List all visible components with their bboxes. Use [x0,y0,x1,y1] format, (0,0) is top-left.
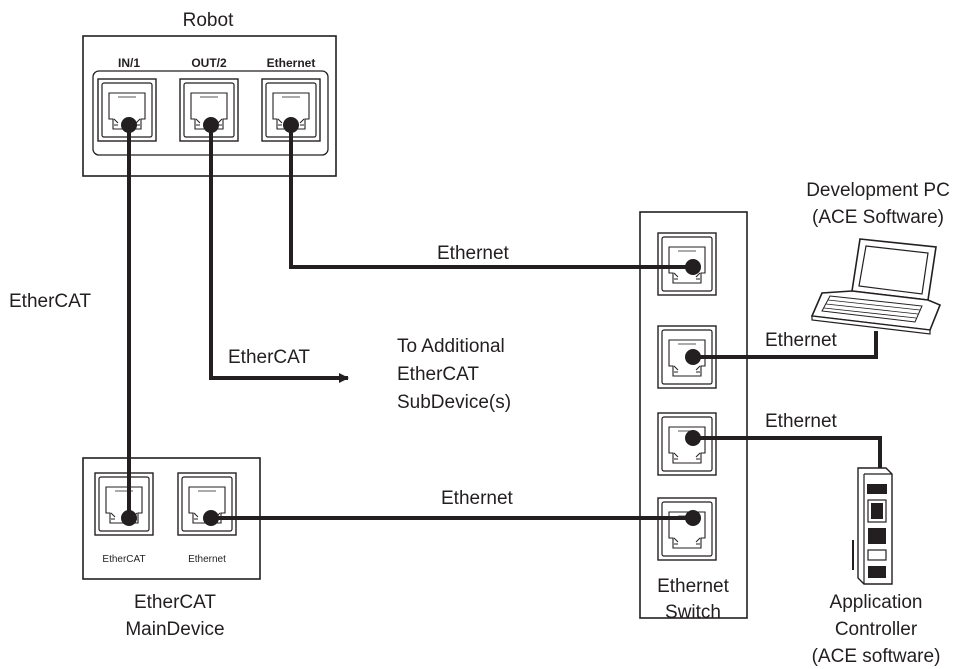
main-ethernet-port [177,472,237,536]
robot-port-label-out: OUT/2 [191,56,227,70]
ethernet-switch: Ethernet Switch [639,211,748,623]
additional-line-3: SubDevice(s) [397,392,511,413]
laptop-icon [810,238,942,335]
main-port-label-ethercat: EtherCAT [102,554,145,565]
robot-port-label-in: IN/1 [118,56,140,70]
plug-robot-out [203,117,219,133]
plug-switch-1 [685,259,701,275]
label-ethernet-robot: Ethernet [437,243,510,264]
main-device-title-1: EtherCAT [134,592,216,613]
main-ethercat-port [94,472,154,536]
label-ethercat-out: EtherCAT [228,347,310,368]
cable-ethernet-pc [693,331,878,359]
label-ethercat-main: EtherCAT [9,291,91,312]
main-device-title-2: MainDevice [125,619,224,640]
controller-line-3: (ACE software) [812,646,941,667]
additional-line-1: To Additional [397,336,505,357]
switch-title-1: Ethernet [657,576,730,597]
switch-title-2: Switch [665,602,721,623]
robot-port-label-ethernet: Ethernet [267,56,316,70]
plug-robot-ethernet [283,117,299,133]
switch-port-3 [657,412,717,476]
plug-switch-3 [685,430,701,446]
plug-switch-2 [685,349,701,365]
additional-line-2: EtherCAT [397,364,479,385]
label-ethernet-controller: Ethernet [765,411,838,432]
cable-ethernet-controller [693,436,882,470]
controller-line-2: Controller [835,619,918,640]
dev-pc-line-1: Development PC [806,180,950,201]
robot-title: Robot [183,10,234,31]
ethercat-main-device: EtherCAT Ethernet EtherCAT MainDevice [82,457,261,640]
label-ethernet-pc: Ethernet [765,330,838,351]
dev-pc-line-2: (ACE Software) [812,207,944,228]
cables [127,125,882,520]
robot-unit: Robot IN/1 OUT/2 Ethernet [82,10,337,177]
connector-dots [121,117,701,526]
main-port-label-ethernet: Ethernet [188,554,226,565]
switch-port-4 [657,497,717,561]
additional-subdevices-label: To Additional EtherCAT SubDevice(s) [397,336,511,413]
plug-main-ethercat [121,510,137,526]
plug-robot-in [121,117,137,133]
plug-switch-4 [685,510,701,526]
development-pc: Development PC (ACE Software) [806,180,950,335]
plug-main-ethernet [203,510,219,526]
cable-ethercat-out [209,125,349,383]
controller-line-1: Application [830,592,923,613]
controller-icon [852,467,893,585]
label-ethernet-main: Ethernet [441,488,514,509]
cable-ethernet-robot [289,125,693,269]
application-controller: Application Controller (ACE software) [812,467,941,667]
